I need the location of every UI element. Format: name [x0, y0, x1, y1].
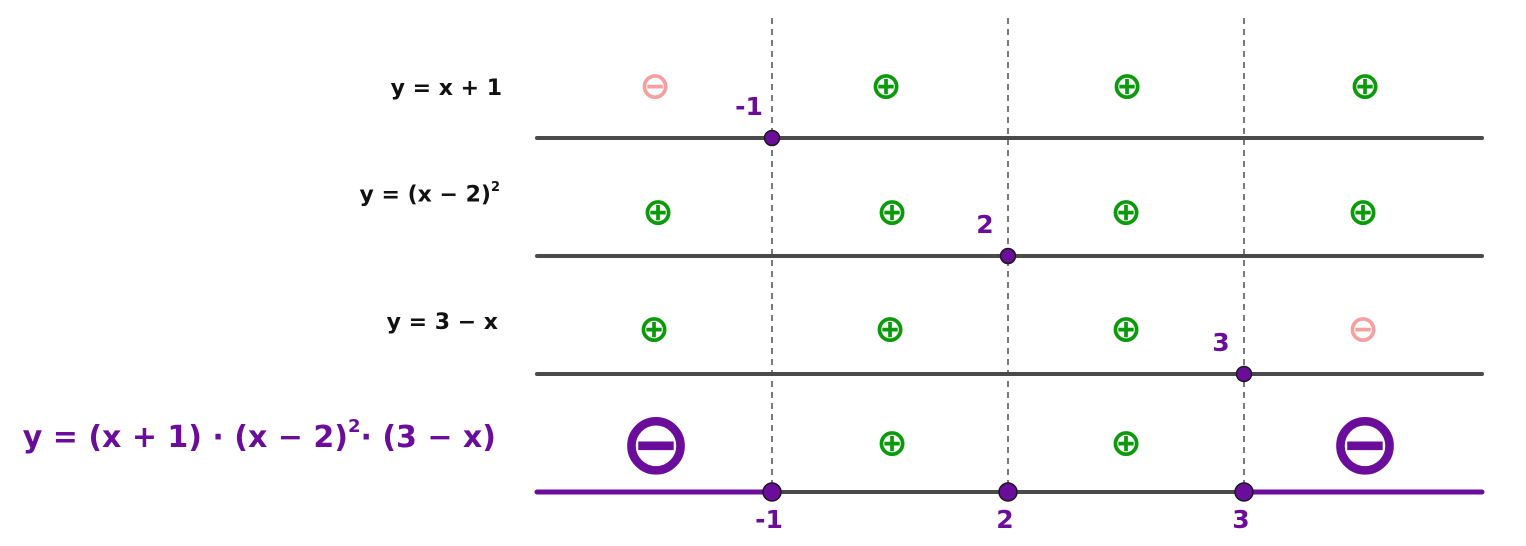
plus-sign-icon-r3-c1: ⊕	[638, 307, 670, 351]
minus-sign-icon-r4-c1: ⊖	[619, 392, 693, 495]
zero-label-row-3: 3	[1212, 328, 1229, 357]
equation-product: y = (x + 1) · (x − 2)2· (3 − x)	[22, 416, 496, 455]
plus-sign-icon-r2-c3: ⊕	[1110, 190, 1142, 234]
plus-sign-icon-r2-c4: ⊕	[1347, 190, 1379, 234]
zero-point-row-2	[999, 247, 1017, 265]
plus-sign-icon-r3-c3: ⊕	[1110, 307, 1142, 351]
minus-sign-icon-r3-c4: ⊖	[1347, 307, 1379, 351]
equation-row-3-text: y = 3 − x	[386, 310, 498, 335]
equation-row-3: y = 3 − x	[387, 310, 498, 335]
equation-row-2: y = (x − 2)2	[359, 180, 501, 208]
product-zero-point-3	[1234, 482, 1254, 502]
equation-row-1: y = x + 1	[391, 76, 502, 101]
plus-sign-icon-r1-c3: ⊕	[1111, 64, 1143, 108]
equation-product-tail: · (3 − x)	[360, 420, 496, 455]
zero-label-row-2: 2	[976, 210, 993, 239]
equation-row-2-text: y = (x − 2)	[359, 182, 491, 208]
zero-label-row-1: -1	[735, 92, 763, 121]
plus-sign-icon-r3-c2: ⊕	[874, 307, 906, 351]
product-root-label-2: 2	[996, 505, 1013, 534]
equation-row-2-exponent: 2	[490, 180, 500, 195]
minus-sign-icon-r1-c1: ⊖	[639, 64, 671, 108]
equation-product-exponent: 2	[347, 416, 361, 437]
equation-row-1-text: y = x + 1	[390, 76, 502, 101]
minus-sign-icon-r4-c4: ⊖	[1328, 392, 1402, 495]
product-root-label-3: 3	[1232, 505, 1249, 534]
product-zero-point-2	[998, 482, 1018, 502]
equation-product-text: y = (x + 1) · (x − 2)	[22, 420, 348, 455]
plus-sign-icon-r4-c2: ⊕	[876, 421, 908, 465]
plus-sign-icon-r1-c4: ⊕	[1349, 64, 1381, 108]
plus-sign-icon-r2-c2: ⊕	[876, 190, 908, 234]
zero-point-row-3	[1235, 365, 1253, 383]
plus-sign-icon-r1-c2: ⊕	[870, 64, 902, 108]
plus-sign-icon-r4-c3: ⊕	[1110, 421, 1142, 465]
plus-sign-icon-r2-c1: ⊕	[642, 190, 674, 234]
product-zero-point-1	[762, 482, 782, 502]
product-root-label-1: -1	[755, 505, 783, 534]
zero-point-row-1	[763, 129, 781, 147]
